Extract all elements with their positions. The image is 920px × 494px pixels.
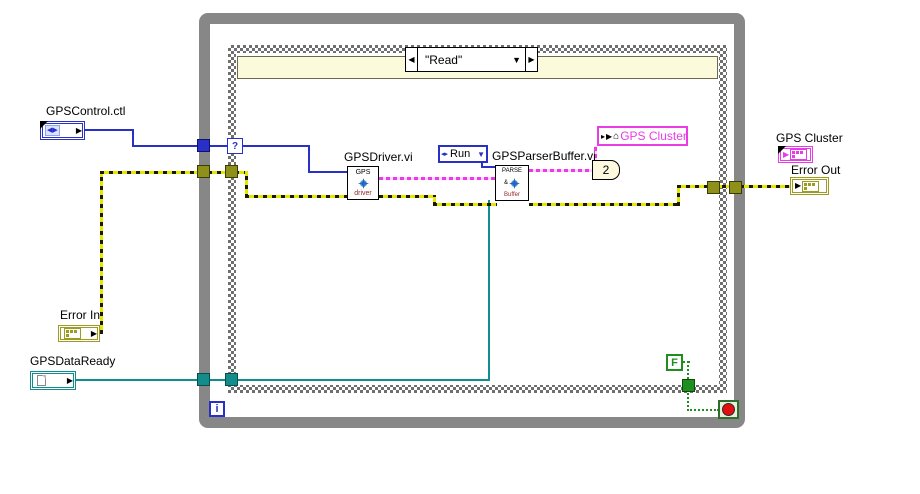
vi-compass-icon xyxy=(357,177,369,189)
error-wire[interactable] xyxy=(433,195,436,206)
error-in-terminal[interactable]: ▶ xyxy=(58,325,100,342)
enum-wire[interactable] xyxy=(242,145,310,147)
cluster-wire[interactable] xyxy=(379,177,496,180)
gps-driver-vi[interactable]: GPS driver xyxy=(347,166,379,200)
output-arrow-icon: ▶ xyxy=(66,375,73,385)
bool-wire[interactable] xyxy=(687,409,719,411)
dropdown-icon[interactable]: ▼ xyxy=(477,149,485,159)
gps-control-terminal[interactable]: ◀▶ ▶ xyxy=(40,121,85,140)
case-selector-value[interactable]: "Read" xyxy=(425,52,463,67)
run-constant-value: Run xyxy=(450,148,471,160)
cluster-wire[interactable] xyxy=(594,146,597,172)
case-dropdown-icon[interactable]: ▼ xyxy=(512,54,521,65)
typedef-corner-icon xyxy=(778,146,786,154)
error-wire[interactable] xyxy=(677,186,680,206)
gps-data-ready-terminal[interactable]: ▶ xyxy=(30,371,76,390)
error-wire[interactable] xyxy=(100,172,103,334)
selector-question-icon: ? xyxy=(231,140,239,152)
stop-sign-icon xyxy=(722,403,735,416)
error-wire[interactable] xyxy=(529,203,680,206)
refnum-tunnel[interactable] xyxy=(197,373,210,386)
case-structure-frame xyxy=(236,53,719,385)
vi-icon-text: Buffer xyxy=(504,192,520,198)
bool-tunnel[interactable] xyxy=(682,379,695,392)
enum-wire[interactable] xyxy=(132,145,228,147)
run-enum-wire[interactable] xyxy=(481,163,483,168)
enum-wire[interactable] xyxy=(85,129,133,131)
gps-driver-label: GPSDriver.vi xyxy=(344,150,413,164)
wire-label-2[interactable]: 2 xyxy=(592,160,620,180)
refnum-wire[interactable] xyxy=(76,379,490,381)
error-in-label: Error In xyxy=(60,308,101,322)
enum-glyph-icon: ◀▶ xyxy=(45,125,60,136)
run-enum-wire[interactable] xyxy=(481,166,496,168)
case-next-arrow-icon[interactable]: ▶ xyxy=(525,48,537,71)
error-cluster-icon xyxy=(64,328,81,339)
error-wire[interactable] xyxy=(100,171,248,174)
error-wire[interactable] xyxy=(379,195,436,198)
error-tunnel[interactable] xyxy=(729,181,742,194)
gps-data-ready-label: GPSDataReady xyxy=(30,354,116,368)
false-boolean-constant[interactable]: F xyxy=(666,354,683,371)
run-enum-constant[interactable]: ◂▸ Run ▼ xyxy=(438,145,488,163)
gps-cluster-local-variable[interactable]: ▸ ▶ ⌂ GPS Cluster xyxy=(597,126,688,146)
gps-cluster-indicator-terminal[interactable]: ▶ xyxy=(778,146,813,163)
local-var-name: GPS Cluster xyxy=(620,129,687,143)
iteration-i-icon: i xyxy=(215,403,219,415)
loop-iteration-terminal[interactable]: i xyxy=(209,401,225,417)
case-prev-arrow-icon[interactable]: ◀ xyxy=(406,48,418,71)
error-out-terminal[interactable]: ▶ xyxy=(790,177,829,195)
typedef-corner-icon xyxy=(40,121,48,129)
local-var-arrow-icon: ▶ xyxy=(606,131,613,141)
error-tunnel[interactable] xyxy=(707,181,720,194)
local-var-arrow-icon: ▸ xyxy=(601,131,606,141)
error-out-label: Error Out xyxy=(791,163,841,177)
gps-parser-buffer-vi[interactable]: PARSE & Buffer xyxy=(495,165,529,201)
local-var-house-icon: ⌂ xyxy=(613,130,620,142)
bool-wire[interactable] xyxy=(683,361,690,363)
refnum-tunnel[interactable] xyxy=(225,373,238,386)
gps-cluster-indicator-label: GPS Cluster xyxy=(776,131,843,145)
vi-icon-text: PARSE xyxy=(502,168,522,174)
enum-glyph-icon: ◂▸ xyxy=(441,151,449,158)
enum-wire[interactable] xyxy=(308,171,347,173)
error-tunnel[interactable] xyxy=(225,165,238,178)
output-arrow-icon: ▶ xyxy=(90,328,97,338)
gps-parser-label: GPSParserBuffer.vi xyxy=(492,149,596,163)
cluster-wire[interactable] xyxy=(529,169,597,172)
error-wire[interactable] xyxy=(245,171,248,198)
false-constant-text: F xyxy=(671,356,678,369)
error-tunnel[interactable] xyxy=(197,165,210,178)
enum-tunnel[interactable] xyxy=(197,139,210,152)
error-wire[interactable] xyxy=(433,203,497,206)
error-cluster-icon xyxy=(802,180,820,192)
case-selector-terminal[interactable]: ? xyxy=(227,138,243,154)
vi-compass-icon xyxy=(509,177,520,189)
input-arrow-icon: ▶ xyxy=(795,181,802,190)
output-arrow-icon: ▶ xyxy=(75,125,82,135)
notifier-refnum-icon xyxy=(37,375,46,386)
wire-label-text: 2 xyxy=(602,163,610,177)
case-selector[interactable]: ◀ "Read" ▼ ▶ xyxy=(405,47,538,72)
vi-icon-text: driver xyxy=(354,190,372,197)
case-structure-border[interactable] xyxy=(228,45,727,393)
enum-wire[interactable] xyxy=(308,145,310,173)
error-wire[interactable] xyxy=(245,195,348,198)
vi-icon-text: & xyxy=(503,180,508,186)
loop-condition-terminal[interactable] xyxy=(718,400,739,419)
while-loop-border[interactable] xyxy=(199,13,745,428)
input-arrow-icon: ▶ xyxy=(783,149,790,159)
enum-wire[interactable] xyxy=(132,129,134,147)
cluster-glyph-icon xyxy=(790,149,808,160)
gps-control-label: GPSControl.ctl xyxy=(46,104,126,118)
refnum-wire[interactable] xyxy=(488,200,490,381)
vi-icon-text: GPS xyxy=(355,169,371,176)
